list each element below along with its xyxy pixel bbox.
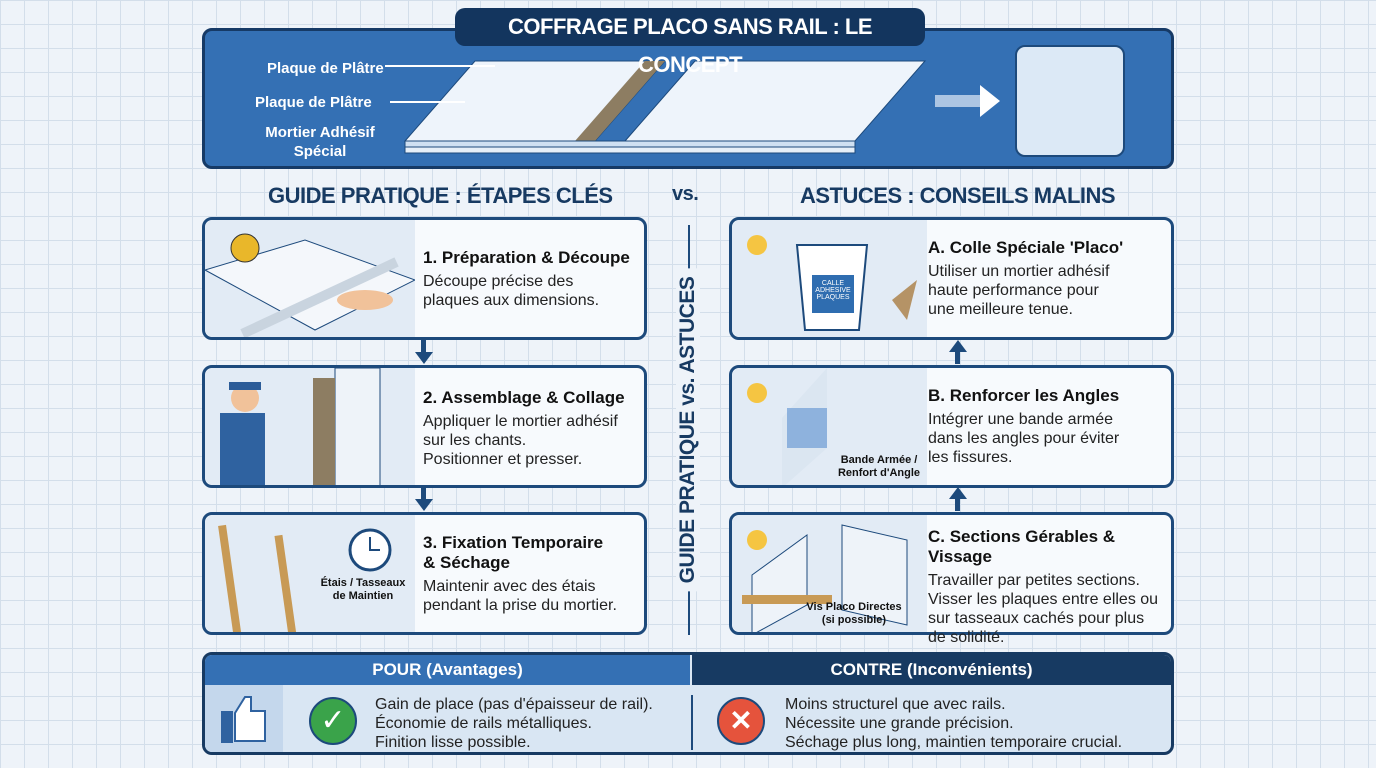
- label-plaque-2: Plaque de Plâtre: [255, 94, 372, 111]
- glue-bucket-illustration: CALLE ADHESIVE PLAQUES: [732, 220, 927, 337]
- finished-wall-icon: [1015, 45, 1125, 157]
- tip-desc-line: une meilleure tenue.: [928, 301, 1073, 318]
- tip-card-c: Vis Placo Directes (si possible) C. Sect…: [729, 512, 1174, 646]
- tip-desc-line: dans les angles pour éviter: [928, 430, 1120, 447]
- tip-desc-line: Intégrer une bande armée: [928, 411, 1114, 428]
- page-title: COFFRAGE PLACO SANS RAIL : LE CONCEPT: [455, 8, 925, 77]
- thumbs-up-icon: [205, 685, 283, 752]
- corner-tape-illustration: Bande Armée / Renfort d'Angle: [732, 368, 927, 485]
- props-label: Étais / Tasseaux de Maintien: [320, 577, 406, 602]
- step-card-3: Étais / Tasseaux de Maintien 3. Fixation…: [202, 512, 647, 635]
- tip-desc-line: Utiliser un mortier adhésif: [928, 263, 1110, 280]
- arrow-up-icon: [949, 340, 967, 364]
- step-desc-line: Maintenir avec des étais: [423, 578, 596, 595]
- lightbulb-icon: [747, 530, 767, 550]
- arrow-down-icon: [415, 487, 433, 511]
- label-plaque-1: Plaque de Plâtre: [267, 60, 384, 77]
- section-right-title: ASTUCES : CONSEILS MALINS: [800, 183, 1116, 208]
- screwing-illustration: Vis Placo Directes (si possible): [732, 515, 927, 632]
- step-title-2: & Séchage: [423, 553, 510, 572]
- tape-label: Bande Armée / Renfort d'Angle: [837, 454, 921, 479]
- pro-item: Gain de place (pas d'épaisseur de rail).: [375, 696, 653, 713]
- concept-banner: Plaque de Plâtre Plaque de Plâtre Mortie…: [202, 28, 1174, 169]
- con-item: Nécessite une grande précision.: [785, 715, 1014, 732]
- pros-cons-panel: POUR (Avantages) CONTRE (Inconvénients) …: [202, 652, 1174, 755]
- lightbulb-icon: [747, 235, 767, 255]
- cross-icon: ✕: [717, 697, 765, 745]
- step-desc-line: Positionner et presser.: [423, 451, 583, 468]
- tip-desc-line: de solidité.: [928, 629, 1005, 646]
- tip-title: A. Colle Spéciale 'Placo': [928, 238, 1124, 257]
- tip-title: C. Sections Gérables & Vissage: [928, 527, 1116, 566]
- lightbulb-icon: [747, 383, 767, 403]
- arrow-right-icon: [935, 85, 1000, 117]
- tip-desc-line: Visser les plaques entre elles ou: [928, 591, 1159, 608]
- step-desc-line: Appliquer le mortier adhésif: [423, 413, 618, 430]
- tip-card-a: CALLE ADHESIVE PLAQUES A. Colle Spéciale…: [729, 217, 1174, 340]
- section-left-title: GUIDE PRATIQUE : ÉTAPES CLÉS: [268, 183, 613, 208]
- vertical-divider-label: GUIDE PRATIQUE vs. ASTUCES: [676, 268, 700, 592]
- arrow-down-icon: [415, 340, 433, 364]
- pros-header: POUR (Avantages): [205, 655, 690, 685]
- screw-label: Vis Placo Directes (si possible): [806, 601, 902, 626]
- tip-card-b: Bande Armée / Renfort d'Angle B. Renforc…: [729, 365, 1174, 488]
- props-illustration: Étais / Tasseaux de Maintien: [205, 515, 415, 632]
- vs-label: vs.: [672, 183, 699, 205]
- tip-desc-line: sur tasseaux cachés pour plus: [928, 610, 1145, 627]
- step-desc-line: Découpe précise des: [423, 273, 574, 290]
- tip-desc-line: Travailler par petites sections.: [928, 572, 1140, 589]
- arrow-up-icon: [949, 487, 967, 511]
- cons-list: Moins structurel que avec rails. Nécessit…: [785, 695, 1122, 752]
- pros-list: Gain de place (pas d'épaisseur de rail).…: [375, 695, 653, 752]
- con-item: Séchage plus long, maintien temporaire c…: [785, 734, 1123, 751]
- step-desc-line: pendant la prise du mortier.: [423, 597, 617, 614]
- con-item: Moins structurel que avec rails.: [785, 696, 1006, 713]
- step-title: 3. Fixation Temporaire: [423, 533, 604, 552]
- cutting-illustration: [205, 220, 415, 337]
- tip-desc-line: haute performance pour: [928, 282, 1099, 299]
- step-desc-line: plaques aux dimensions.: [423, 292, 600, 309]
- check-icon: ✓: [309, 697, 357, 745]
- tip-desc-line: les fissures.: [928, 449, 1013, 466]
- cons-header: CONTRE (Inconvénients): [692, 655, 1171, 685]
- worker-gluing-illustration: [205, 368, 415, 485]
- step-title: 1. Préparation & Découpe: [423, 248, 630, 267]
- step-desc-line: sur les chants.: [423, 432, 527, 449]
- tip-title: B. Renforcer les Angles: [928, 386, 1120, 405]
- pro-item: Finition lisse possible.: [375, 734, 531, 751]
- plasterboard-illustration: [403, 60, 927, 154]
- pro-item: Économie de rails métalliques.: [375, 715, 592, 732]
- label-mortier: Mortier Adhésif Spécial: [265, 124, 375, 160]
- bucket-label: CALLE ADHESIVE PLAQUES: [815, 280, 851, 301]
- step-title: 2. Assemblage & Collage: [423, 388, 625, 407]
